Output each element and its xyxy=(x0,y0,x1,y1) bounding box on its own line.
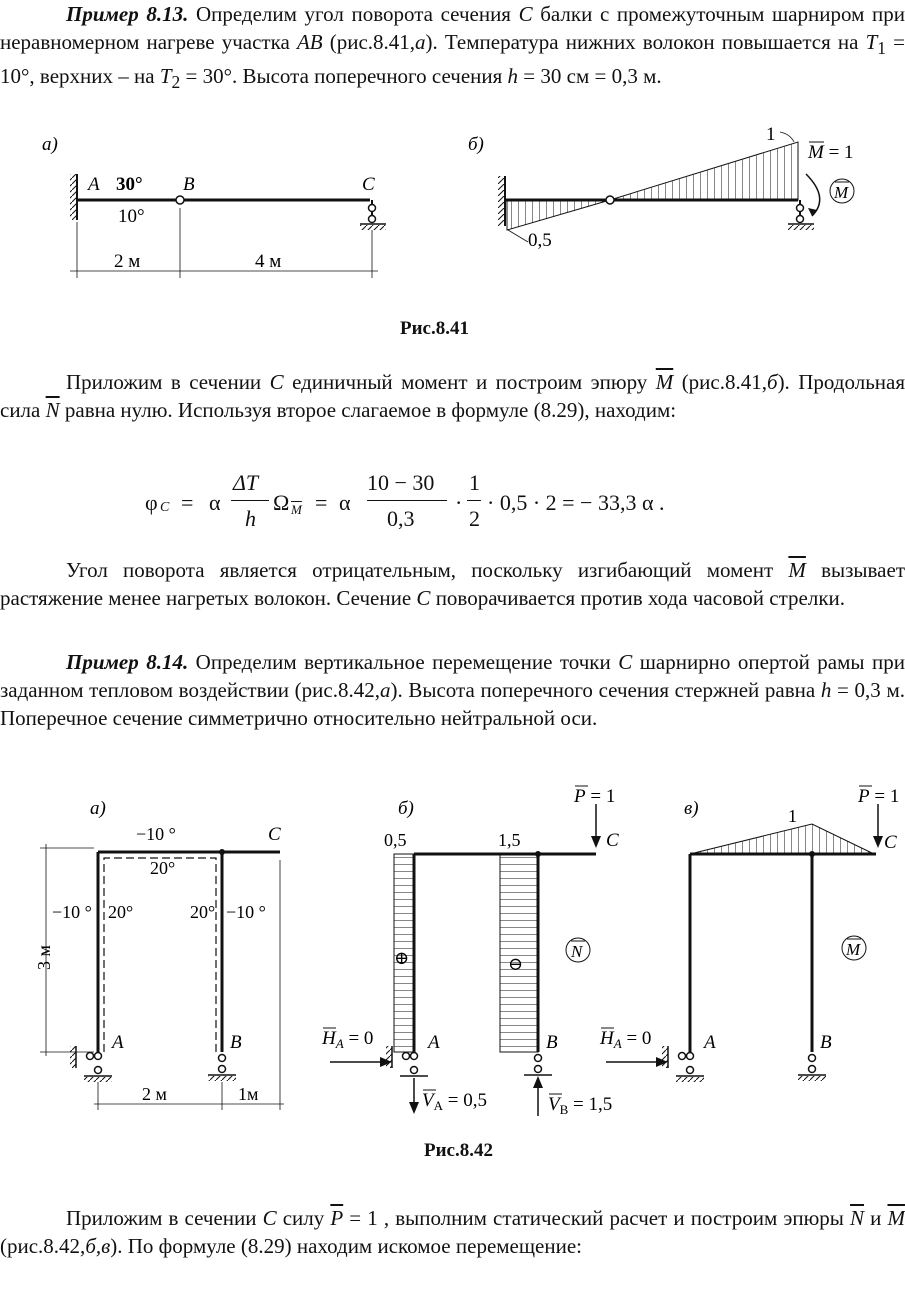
vb-label: VB = 1,5 xyxy=(548,1094,612,1117)
example-title: Пример 8.13. xyxy=(66,2,189,26)
support-c xyxy=(367,214,377,224)
fig-b-label: б) xyxy=(398,798,414,819)
moment-arrow-icon xyxy=(805,173,821,217)
svg-text:A: A xyxy=(426,1032,440,1053)
figure-caption-8-42: Рис.8.42 xyxy=(424,1140,493,1161)
example-8-14-paragraph: Пример 8.14. Определим вертикальное пере… xyxy=(0,650,905,730)
heated-side-dashed xyxy=(103,857,217,1052)
fig-b-label: б) xyxy=(468,134,484,155)
top-temp: 30° xyxy=(116,174,143,195)
svg-text:20°: 20° xyxy=(108,902,133,922)
svg-text:⊖: ⊖ xyxy=(508,954,523,974)
moment-diagram-right xyxy=(609,141,799,201)
svg-text:C: C xyxy=(268,824,281,845)
svg-text:A: A xyxy=(702,1032,716,1053)
n-circle-symbol xyxy=(565,937,591,963)
paragraph-3: Угол поворота является отрицательным, по… xyxy=(0,558,905,610)
fig-c-label: в) xyxy=(684,798,699,819)
p-label-b: P = 1 xyxy=(573,786,615,807)
svg-text:3 м: 3 м xyxy=(34,945,54,970)
svg-text:1,5: 1,5 xyxy=(498,830,521,850)
svg-text:20°: 20° xyxy=(150,858,175,878)
label-a: A xyxy=(86,174,100,195)
figure-8-42: а) −10 ° 20° −10 ° 20° 20° −10 ° C 3 м A… xyxy=(34,785,899,1117)
svg-text:C: C xyxy=(606,830,619,851)
m-diagram xyxy=(689,823,875,855)
svg-text:N: N xyxy=(570,942,584,961)
ha-label-b: HA = 0 xyxy=(321,1028,373,1051)
svg-text:−10 °: −10 ° xyxy=(226,902,266,922)
va-label: VA = 0,5 xyxy=(422,1090,487,1113)
fig-a-label: а) xyxy=(90,798,106,819)
m-bar-label: M = 1 xyxy=(807,142,854,163)
figure-caption-8-41: Рис.8.41 xyxy=(400,318,469,339)
svg-text:1: 1 xyxy=(788,806,797,826)
figure-8-41: а) A 30° 10° B C 2 м 4 м б) 1 0,5 M = 1 … xyxy=(42,124,855,278)
svg-text:B: B xyxy=(820,1032,832,1053)
m-circle-symbol xyxy=(829,178,855,204)
svg-text:B: B xyxy=(546,1032,558,1053)
svg-text:−10 °: −10 ° xyxy=(52,902,92,922)
hinge-b xyxy=(175,195,185,205)
example-8-13-paragraph: Пример 8.13. Определим угол поворота сеч… xyxy=(0,2,905,93)
fixed-support-hatch xyxy=(70,174,76,220)
value-0-5: 0,5 xyxy=(528,230,552,251)
svg-text:1м: 1м xyxy=(238,1084,258,1104)
svg-text:A: A xyxy=(110,1032,124,1053)
label-c: C xyxy=(362,174,375,195)
svg-text:M: M xyxy=(833,183,849,202)
svg-text:C: C xyxy=(884,832,897,853)
formula: φ C = α ΔT h Ω M = α 10 − 30 0,3 · 1 2 ·… xyxy=(145,470,665,531)
svg-text:M: M xyxy=(845,940,861,959)
fig-a-label: а) xyxy=(42,134,58,155)
bottom-temp: 10° xyxy=(118,206,145,227)
moment-diagram-left xyxy=(506,199,611,231)
p-label-c: P = 1 xyxy=(857,786,899,807)
svg-text:−10 °: −10 ° xyxy=(136,824,176,844)
svg-text:20°: 20° xyxy=(190,902,215,922)
svg-text:0,5: 0,5 xyxy=(384,830,407,850)
svg-text:B: B xyxy=(230,1032,242,1053)
svg-text:2 м: 2 м xyxy=(142,1084,167,1104)
value-1: 1 xyxy=(766,124,776,145)
dim-4m: 4 м xyxy=(255,251,281,272)
label-b: B xyxy=(183,174,195,195)
n-diagram-right xyxy=(499,853,539,1053)
paragraph-2: Приложим в сечении C единичный момент и … xyxy=(0,370,905,422)
svg-text:⊕: ⊕ xyxy=(394,948,409,968)
m-circle-symbol-c xyxy=(841,935,867,961)
ha-label-c: HA = 0 xyxy=(599,1028,651,1051)
paragraph-4: Приложим в сечении C силу P = 1 , выполн… xyxy=(0,1206,905,1258)
dim-2m: 2 м xyxy=(114,251,140,272)
